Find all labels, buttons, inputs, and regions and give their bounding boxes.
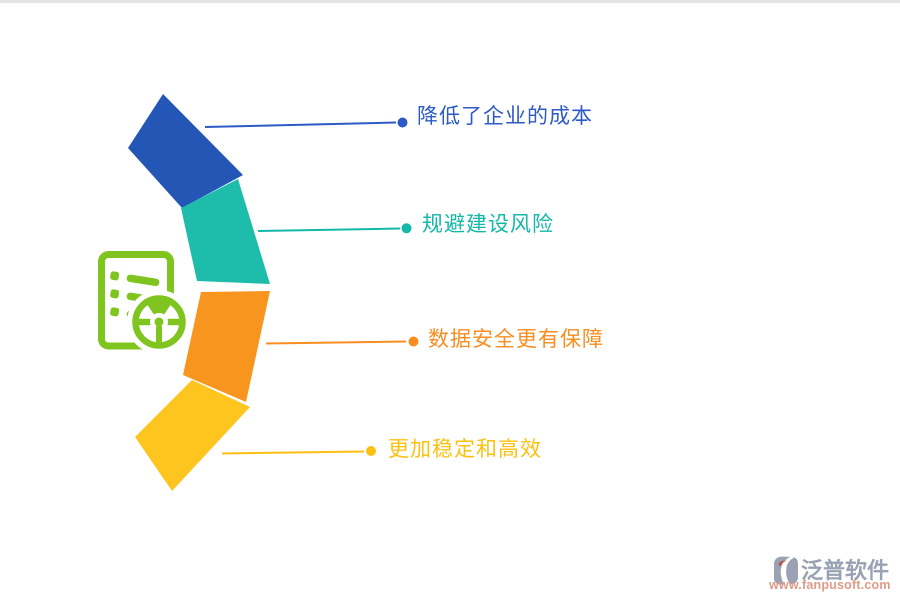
fan-segment-4 <box>135 380 250 491</box>
fan-segment-2 <box>181 179 270 284</box>
watermark-url: www.fanpusoft.com <box>769 578 891 592</box>
checklist-row-1 <box>110 271 160 287</box>
fan-segment-3 <box>183 291 270 402</box>
benefit-label-1: 降低了企业的成本 <box>417 105 593 128</box>
watermark: 泛普软件 www.fanpusoft.com <box>768 552 893 594</box>
connector-dot-2 <box>401 223 412 234</box>
benefit-label-2: 规避建设风险 <box>422 213 554 236</box>
connector-dot-1 <box>397 117 408 128</box>
top-border-line <box>0 0 900 3</box>
connector-line-2 <box>257 227 401 232</box>
fan-segment-1 <box>128 94 243 208</box>
connector-dot-4 <box>366 446 376 456</box>
benefit-label-3: 数据安全更有保障 <box>428 328 604 351</box>
connector-line-3 <box>265 340 407 345</box>
connector-line-4 <box>221 450 365 455</box>
steering-wheel-icon <box>127 290 191 354</box>
connector-line-1 <box>204 121 397 128</box>
watermark-brand: 泛普软件 <box>801 558 890 583</box>
connector-dot-3 <box>408 336 419 347</box>
benefit-label-4: 更加稳定和高效 <box>388 438 542 461</box>
fanpu-logo-icon <box>774 556 798 585</box>
